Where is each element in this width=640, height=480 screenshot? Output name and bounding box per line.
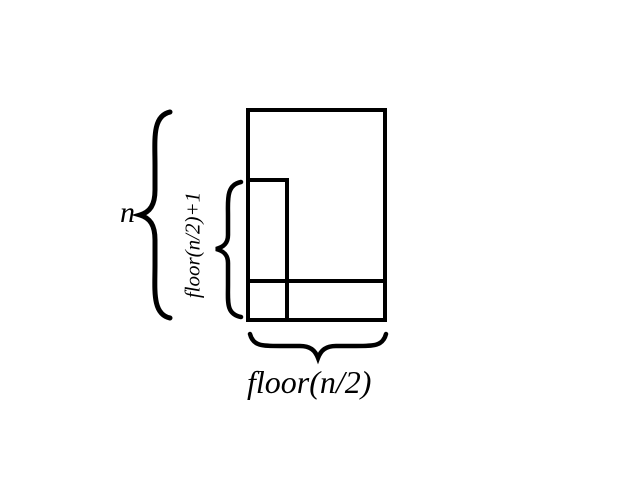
bottom-brace — [247, 331, 389, 365]
inner-brace — [215, 179, 244, 320]
outer-rectangle — [246, 108, 387, 322]
inner-height-label: floor(n/2)+1 — [180, 191, 205, 299]
n-label: n — [120, 196, 135, 229]
n-brace — [131, 109, 173, 321]
bottom-width-label: floor(n/2) — [247, 364, 372, 400]
inner-tall-rectangle — [246, 178, 289, 322]
